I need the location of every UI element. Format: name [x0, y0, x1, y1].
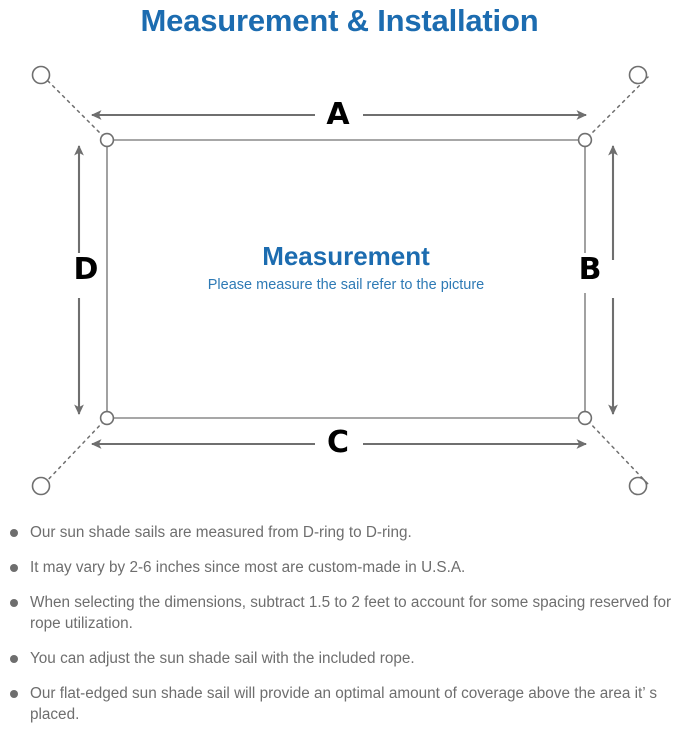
sail-rectangle [106, 139, 586, 419]
list-item: Our flat-edged sun shade sail will provi… [0, 683, 679, 725]
bullet-dot-icon [10, 599, 18, 607]
sail-diagram-svg [31, 65, 649, 496]
bullet-dot-icon [10, 655, 18, 663]
list-item: When selecting the dimensions, subtract … [0, 592, 679, 634]
anchor-point-top-right [628, 65, 648, 85]
bullet-dot-icon [10, 529, 18, 537]
list-item: You can adjust the sun shade sail with t… [0, 648, 679, 669]
measurement-diagram: Measurement Please measure the sail refe… [0, 48, 679, 518]
dimension-label-a: A [315, 98, 361, 132]
d-ring-bottom-right [577, 410, 593, 426]
list-item-text: Our flat-edged sun shade sail will provi… [30, 685, 657, 723]
list-item-text: You can adjust the sun shade sail with t… [30, 650, 415, 667]
anchor-point-bottom-left [31, 476, 51, 496]
page-title: Measurement & Installation [140, 3, 539, 38]
list-item-text: It may vary by 2-6 inches since most are… [30, 559, 466, 576]
list-item: Our sun shade sails are measured from D-… [0, 522, 679, 543]
list-item-text: Our sun shade sails are measured from D-… [30, 524, 412, 541]
bullet-dot-icon [10, 690, 18, 698]
dimension-label-d: D [66, 253, 106, 293]
list-item-text: When selecting the dimensions, subtract … [30, 594, 672, 632]
d-ring-top-left [99, 132, 115, 148]
notes-list: Our sun shade sails are measured from D-… [0, 522, 679, 739]
anchor-point-bottom-right [628, 476, 648, 496]
rope-line-top-right [587, 76, 649, 138]
anchor-point-top-left [31, 65, 51, 85]
list-item: It may vary by 2-6 inches since most are… [0, 557, 679, 578]
bullet-dot-icon [10, 564, 18, 572]
rope-line-top-left [43, 76, 105, 138]
rope-line-bottom-right [587, 420, 649, 485]
rope-line-bottom-left [43, 420, 105, 485]
dimension-label-c: C [315, 426, 361, 460]
d-ring-top-right [577, 132, 593, 148]
dimension-label-b: B [570, 253, 610, 293]
d-ring-bottom-left [99, 410, 115, 426]
